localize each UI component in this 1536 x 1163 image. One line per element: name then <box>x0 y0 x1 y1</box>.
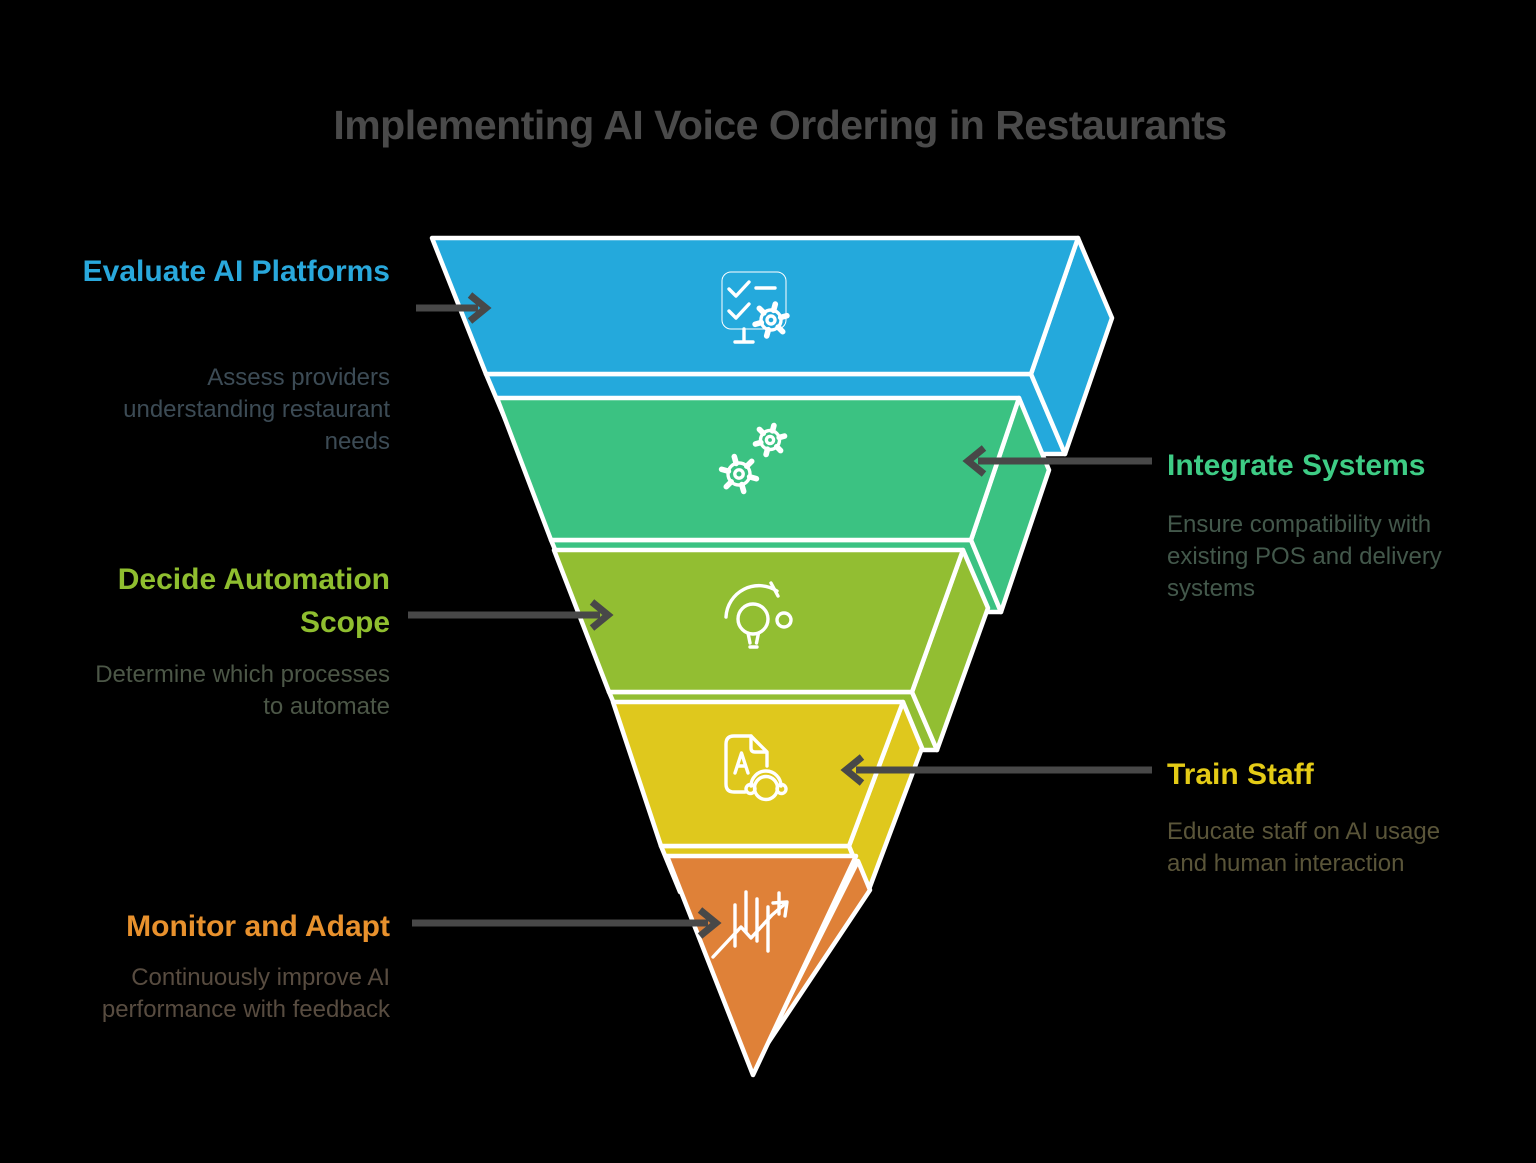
funnel-layer-evaluate-front-face <box>429 235 1081 377</box>
funnel-layer-integrate-front-face <box>494 395 1022 543</box>
connector-arrows <box>408 292 1152 939</box>
step-label-integrate: Integrate Systems <box>1167 449 1426 482</box>
funnel-layer-scope-front-face <box>551 547 966 695</box>
checklist-gear-icon <box>721 271 790 344</box>
funnel-layer-monitor <box>664 853 873 1078</box>
step-description-monitor: Continuously improve AI performance with… <box>101 964 390 1023</box>
page-title: Implementing AI Voice Ordering in Restau… <box>333 102 1227 148</box>
lightbulb-idea-icon <box>724 581 793 649</box>
arrow-train <box>840 754 1152 786</box>
arrow-integrate <box>962 445 1152 477</box>
step-label-evaluate: Evaluate AI Platforms <box>82 255 390 288</box>
arrow-evaluate <box>416 292 492 324</box>
funnel-layer-monitor-front-face <box>664 853 859 1078</box>
step-description-integrate: Ensure compatibility with existing POS a… <box>1167 511 1442 602</box>
step-label-train: Train Staff <box>1167 758 1314 791</box>
step-description-scope: Determine which processes to automate <box>95 661 390 720</box>
arrow-monitor <box>412 907 722 939</box>
step-label-monitor: Monitor and Adapt <box>126 910 390 943</box>
step-label-scope: Decide Automation Scope <box>117 563 390 639</box>
arrow-scope <box>408 599 614 631</box>
training-doc-headset-icon <box>724 734 788 802</box>
step-description-evaluate: Assess providers understanding restauran… <box>123 364 390 455</box>
gears-icon <box>718 422 788 495</box>
step-description-train: Educate staff on AI usage and human inte… <box>1167 818 1441 877</box>
growth-chart-icon <box>711 890 789 959</box>
